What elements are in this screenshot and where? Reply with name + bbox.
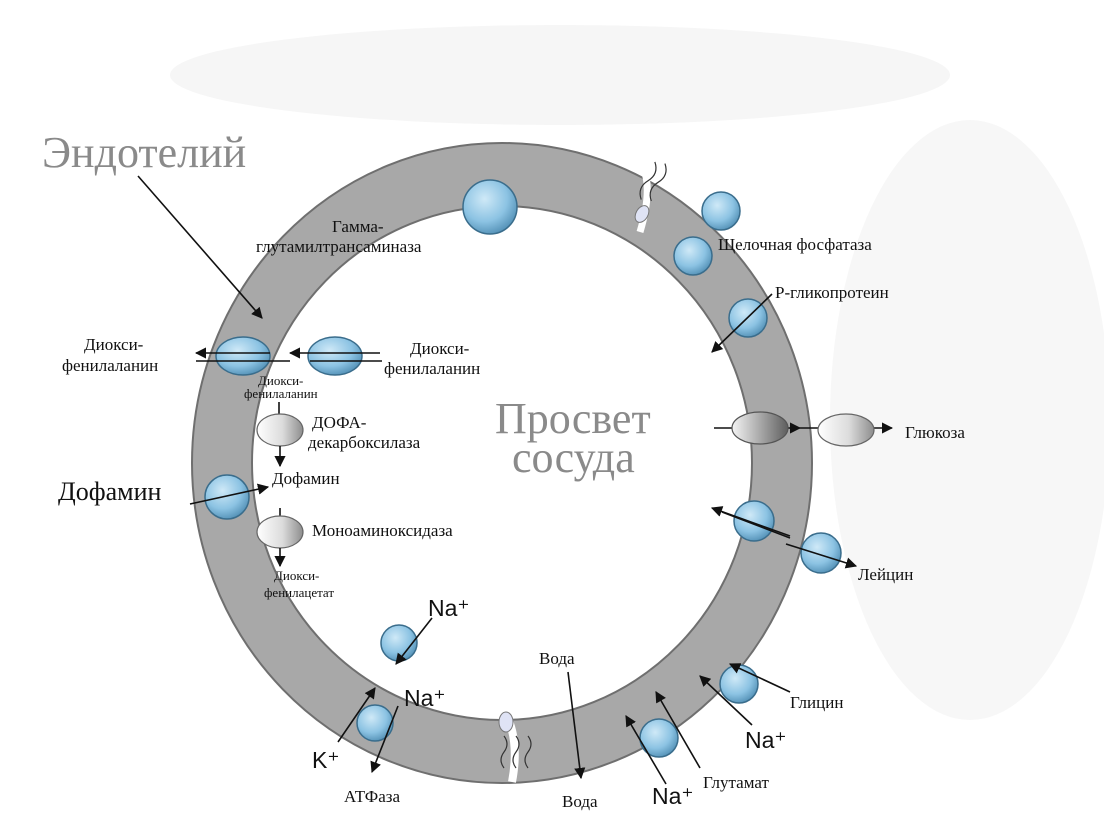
transporter-circle-icon — [356, 704, 394, 742]
transporter-circle-icon — [701, 191, 741, 231]
water-bottom-label: Вода — [562, 792, 598, 811]
dopac-label-2: фенилацетат — [264, 585, 334, 600]
p-glycoprotein-label: P-гликопротеин — [775, 283, 889, 302]
dopa-decarboxylase-label-1: ДОФА- — [312, 413, 367, 432]
dopac-label-1: Диокси- — [274, 568, 319, 583]
gamma-gt-label-1: Гамма- — [332, 217, 384, 236]
alkaline-phosphatase: Щелочная фосфатаза — [673, 191, 872, 276]
glycine-label: Глицин — [790, 693, 843, 712]
title: Эндотелий — [42, 128, 246, 177]
dopa-left-label-1: Диокси- — [84, 335, 144, 354]
transporter-circle-icon — [719, 664, 759, 704]
lumen-label-line1: Просвет — [495, 394, 651, 443]
junction-bottom — [498, 710, 532, 783]
na-top-label: Na⁺ — [428, 595, 470, 621]
glutamate-na-label: Na⁺ — [652, 783, 694, 809]
leucine-transport: Лейцин — [710, 500, 913, 584]
tight-junction-spring-icon — [498, 711, 514, 733]
enzyme-ellipse-icon — [731, 411, 789, 445]
glucose-label: Глюкоза — [905, 423, 965, 442]
atpase-label: АТФаза — [344, 787, 400, 806]
k-label: K⁺ — [312, 747, 339, 773]
glycine-na-label: Na⁺ — [745, 727, 787, 753]
transporter-ellipse-icon — [215, 336, 271, 376]
title-pointer-arrow — [137, 175, 263, 319]
enzyme-ellipse-icon — [256, 515, 304, 549]
dopamine-outer-label: Дофамин — [58, 477, 161, 506]
transporter-circle-icon — [800, 532, 842, 574]
gamma-gt-label-2: глутамилтрансаминаза — [256, 237, 422, 256]
glucose-transport: Глюкоза — [714, 411, 965, 447]
water-top-label: Вода — [539, 649, 575, 668]
transporter-ellipse-icon — [307, 336, 363, 376]
monoamine-oxidase: Моноаминоксидаза Диокси- фенилацетат — [256, 508, 453, 600]
enzyme-ellipse-icon — [817, 413, 875, 447]
enzyme-ellipse-icon — [256, 413, 304, 447]
transporter-circle-icon — [673, 236, 713, 276]
dopa-right-label-1: Диокси- — [410, 339, 470, 358]
na-k-atpase: Na⁺ Na⁺ K⁺ АТФаза — [312, 595, 470, 806]
dopamine-transporter: Дофамин — [58, 474, 270, 520]
dopa-left-label-2: фенилаланин — [62, 356, 158, 375]
dopa-transport: Диокси- фенилаланин Диокси- фенилаланин … — [62, 335, 480, 401]
dopa-inner-label-2: фенилаланин — [244, 386, 318, 401]
endothelium-ring — [191, 142, 813, 784]
na-mid-label: Na⁺ — [404, 685, 446, 711]
dopa-right-label-2: фенилаланин — [384, 359, 480, 378]
gamma-gt: Гамма- глутамилтрансаминаза — [256, 179, 518, 256]
glutamate-label: Глутамат — [703, 773, 769, 792]
lumen-label-line2: сосуда — [512, 433, 635, 482]
leucine-label: Лейцин — [858, 565, 913, 584]
dopa-decarboxylase: ДОФА- декарбоксилаза Дофамин — [256, 402, 421, 488]
transporter-circle-icon — [462, 179, 518, 235]
p-glycoprotein: P-гликопротеин — [711, 283, 889, 353]
background-shading — [170, 25, 1104, 720]
transporter-circle-icon — [733, 500, 775, 542]
water-transport: Вода Вода — [539, 649, 598, 811]
dopa-decarboxylase-label-2: декарбоксилаза — [308, 433, 421, 452]
alkaline-phosphatase-label: Щелочная фосфатаза — [718, 235, 872, 254]
glycine-transport: Глицин Na⁺ — [699, 663, 843, 753]
transporter-circle-icon — [204, 474, 250, 520]
mao-label: Моноаминоксидаза — [312, 521, 453, 540]
tight-junction-spring-icon — [634, 205, 650, 223]
dopamine-inner-label: Дофамин — [272, 469, 340, 488]
junction-top — [623, 146, 667, 234]
transporter-circle-icon — [639, 718, 679, 758]
glutamate-transport: Глутамат Na⁺ — [625, 691, 769, 809]
dopa-inner-label-1: Диокси- — [258, 373, 303, 388]
